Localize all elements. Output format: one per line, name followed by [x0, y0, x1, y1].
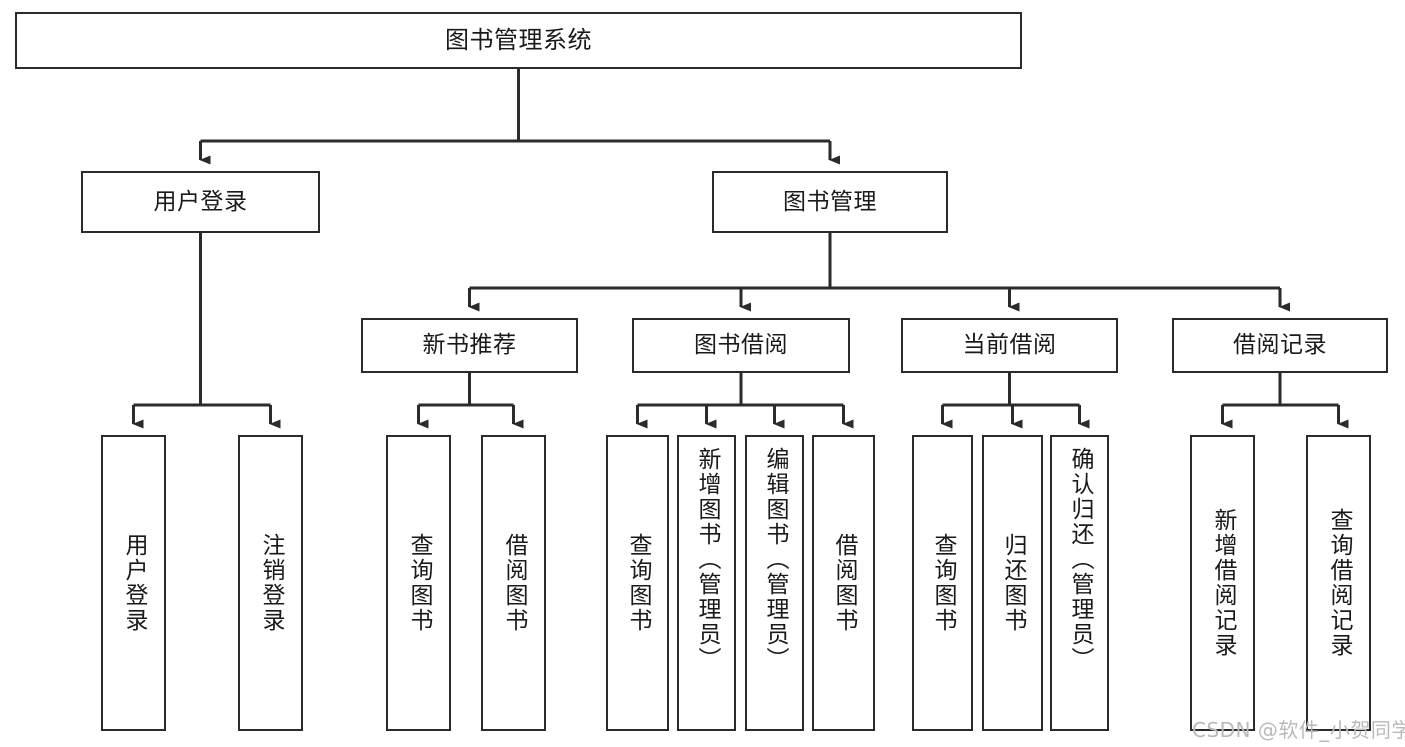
node-leaf-query-book-3[interactable]: 查询图书	[912, 435, 973, 731]
node-leaf-query-book-2[interactable]: 查询图书	[606, 435, 669, 731]
node-label: 新增借阅记录	[1210, 508, 1236, 658]
node-leaf-add-record[interactable]: 新增借阅记录	[1190, 435, 1255, 731]
node-label: 图书管理	[783, 188, 877, 215]
node-label: 借阅图书	[501, 533, 527, 633]
node-label: 确认归还（管理员）	[1067, 447, 1093, 672]
node-leaf-logout[interactable]: 注销登录	[238, 435, 303, 731]
node-label: 用户登录	[121, 533, 147, 633]
node-new-book-recommend[interactable]: 新书推荐	[361, 318, 578, 373]
node-leaf-query-book-1[interactable]: 查询图书	[386, 435, 451, 731]
node-label: 归还图书	[1000, 533, 1026, 633]
csdn-watermark: CSDN @软件_小贺同学	[1192, 718, 1405, 742]
node-label: 查询图书	[406, 533, 432, 633]
node-user-login[interactable]: 用户登录	[81, 171, 320, 233]
node-label: 图书借阅	[694, 332, 788, 359]
node-label: 用户登录	[153, 188, 248, 215]
node-leaf-confirm-return[interactable]: 确认归还（管理员）	[1050, 435, 1109, 731]
node-leaf-query-record[interactable]: 查询借阅记录	[1306, 435, 1371, 731]
node-label: 编辑图书（管理员）	[762, 447, 788, 672]
node-label: 注销登录	[258, 533, 284, 633]
node-label: 借阅记录	[1233, 332, 1327, 359]
node-label: 查询借阅记录	[1326, 508, 1352, 658]
node-label: 查询图书	[930, 533, 956, 633]
node-label: 当前借阅	[962, 332, 1057, 359]
node-leaf-user-login[interactable]: 用户登录	[101, 435, 166, 731]
node-book-manage[interactable]: 图书管理	[712, 171, 948, 233]
node-current-borrow[interactable]: 当前借阅	[901, 318, 1118, 373]
node-borrow-record[interactable]: 借阅记录	[1172, 318, 1388, 373]
node-label: 查询图书	[625, 533, 651, 633]
node-label: 借阅图书	[831, 533, 857, 633]
node-leaf-add-book-admin[interactable]: 新增图书（管理员）	[677, 435, 736, 731]
node-leaf-edit-book-admin[interactable]: 编辑图书（管理员）	[745, 435, 804, 731]
node-root[interactable]: 图书管理系统	[15, 12, 1022, 69]
node-leaf-borrow-book-2[interactable]: 借阅图书	[812, 435, 875, 731]
node-book-borrow[interactable]: 图书借阅	[632, 318, 850, 373]
node-leaf-return-book[interactable]: 归还图书	[982, 435, 1043, 731]
node-label: 新书推荐	[422, 332, 517, 359]
node-label: 新增图书（管理员）	[694, 447, 720, 672]
node-label: 图书管理系统	[445, 25, 592, 54]
node-leaf-borrow-book-1[interactable]: 借阅图书	[481, 435, 546, 731]
